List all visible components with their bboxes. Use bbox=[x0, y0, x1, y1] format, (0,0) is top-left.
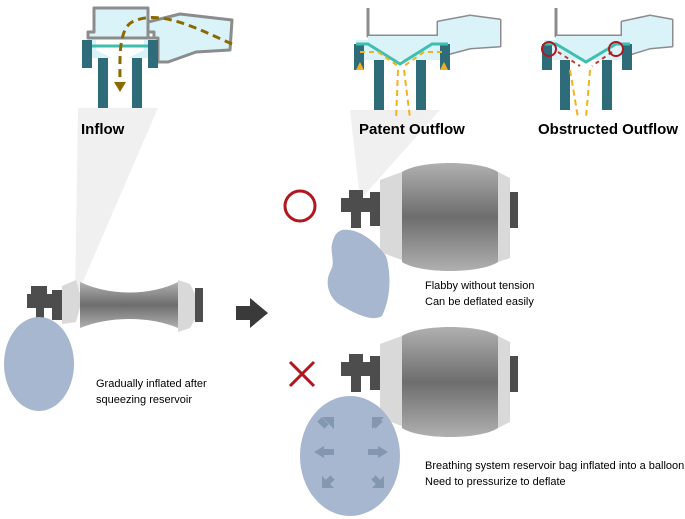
caption-balloon: Breathing system reservoir bag inflated … bbox=[425, 458, 684, 490]
cross-fail-icon bbox=[288, 360, 316, 388]
caption-flabby-line1: Flabby without tension bbox=[425, 280, 535, 292]
caption-flabby: Flabby without tension Can be deflated e… bbox=[425, 278, 534, 310]
caption-flabby-line2: Can be deflated easily bbox=[425, 296, 534, 308]
caption-balloon-line2: Need to pressurize to deflate bbox=[425, 476, 566, 488]
circle-ok-icon bbox=[283, 189, 317, 223]
label-inflow: Inflow bbox=[81, 121, 125, 138]
valve-patent bbox=[354, 8, 502, 121]
pressure-arrows bbox=[314, 417, 388, 488]
valve-obstructed bbox=[541, 8, 674, 119]
label-obstructed-outflow: Obstructed Outflow bbox=[538, 121, 678, 138]
caption-gradual-line1: Gradually inflated after bbox=[96, 378, 207, 390]
zoom-cone-inflow bbox=[75, 108, 158, 300]
valve-inflow bbox=[82, 6, 234, 108]
bag-assembly-flabby bbox=[283, 163, 518, 319]
label-patent-outflow: Patent Outflow bbox=[359, 121, 465, 138]
caption-gradual-line2: squeezing reservoir bbox=[96, 394, 192, 406]
transition-arrow bbox=[236, 298, 268, 328]
caption-gradual: Gradually inflated after squeezing reser… bbox=[96, 376, 207, 408]
caption-balloon-line1: Breathing system reservoir bag inflated … bbox=[425, 460, 685, 472]
bag-assembly-balloon bbox=[288, 327, 518, 516]
zoom-cone-patent bbox=[350, 110, 440, 200]
bag-assembly-gradual bbox=[4, 280, 203, 411]
